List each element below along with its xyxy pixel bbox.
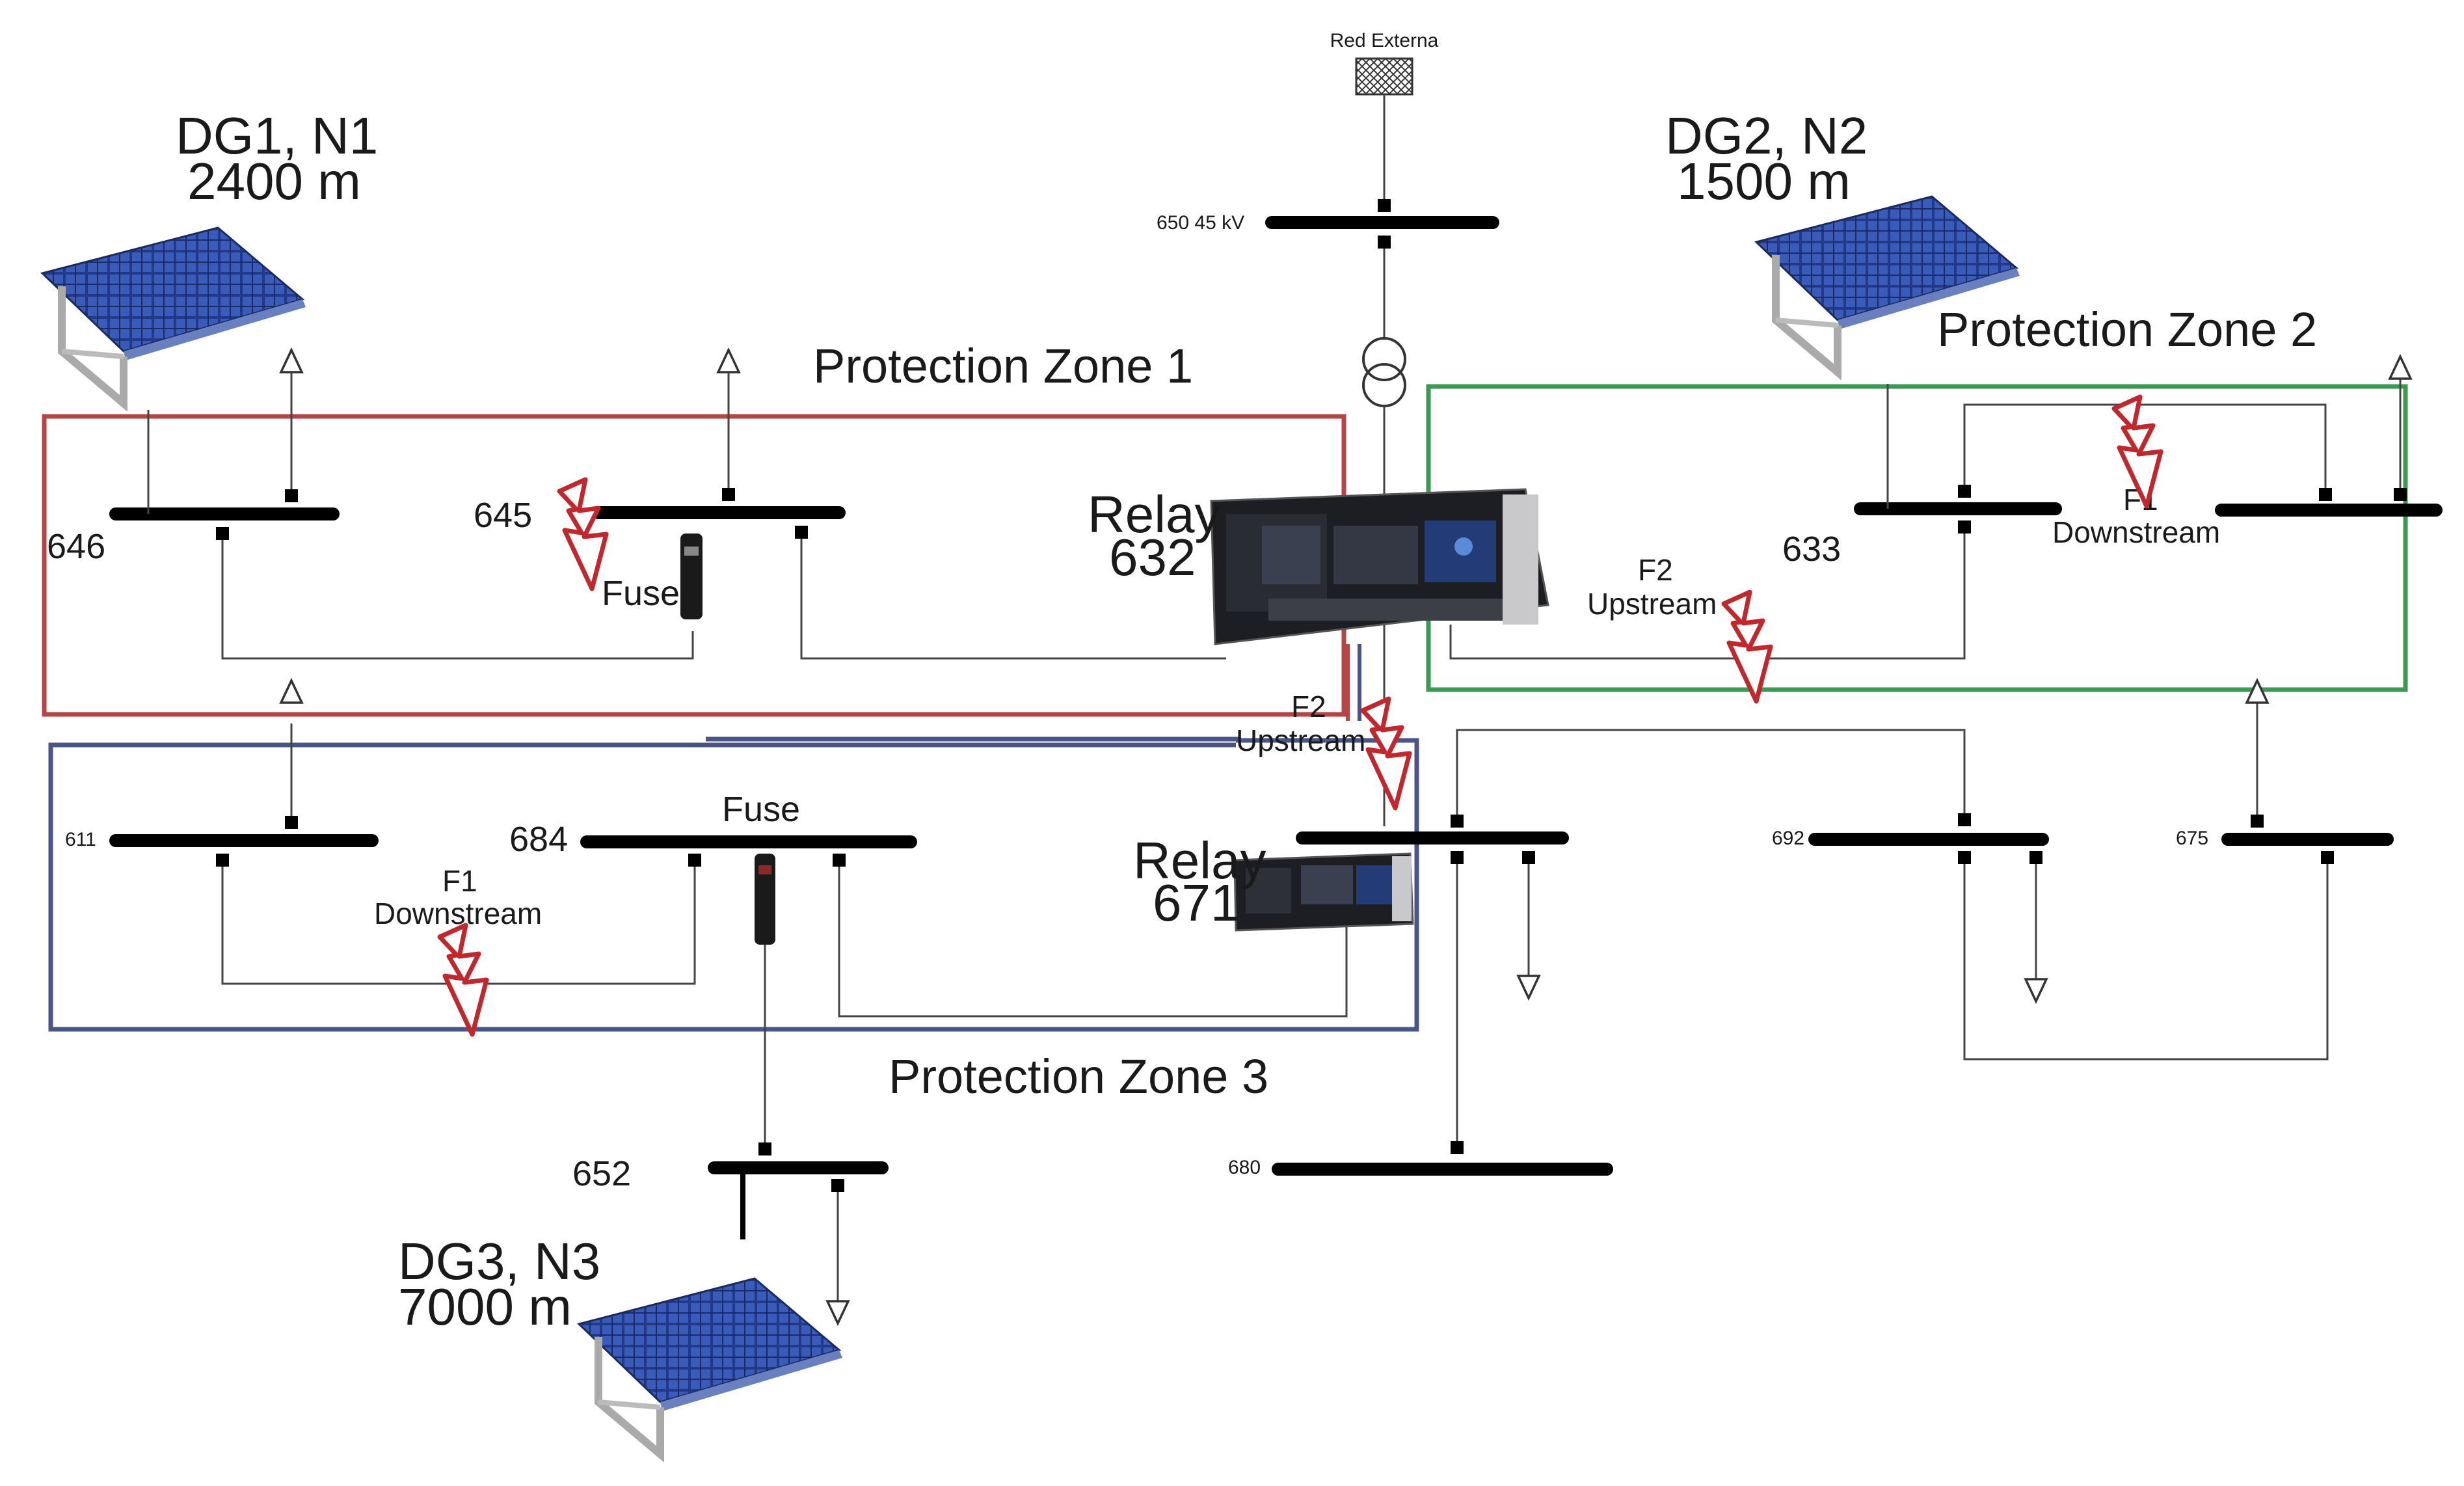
- bus-680-label: 680: [1228, 1157, 1261, 1178]
- relay-632-line2: 632: [1109, 528, 1196, 586]
- bus-675-label: 675: [2176, 828, 2208, 849]
- protection-relay-icon: [1233, 852, 1414, 932]
- relay-632-line1: Relay: [1088, 485, 1221, 543]
- fuse-icon: [680, 534, 703, 619]
- bus-652-label: 652: [572, 1154, 631, 1193]
- bus-650-label: 650 45 kV: [1157, 212, 1244, 234]
- grid-connection-icon: [1355, 57, 1413, 96]
- dg2-distance: 1500 m: [1677, 152, 1851, 210]
- protection-zone-2-box: [1426, 384, 2408, 692]
- fault-bolt-645: [559, 480, 606, 589]
- dg1-name: DG1, N1: [176, 107, 378, 165]
- external-grid-label: Red Externa: [1330, 30, 1439, 51]
- dg3-distance: 7000 m: [398, 1278, 572, 1336]
- dg2-name: DG2, N2: [1665, 107, 1868, 165]
- fault-z2-downstream: Downstream: [2052, 515, 2220, 549]
- bus-633-label: 633: [1782, 530, 1841, 569]
- bus-692-label: 692: [1772, 828, 1804, 849]
- solar-panel-icon: [42, 228, 306, 403]
- fault-bolt-center: [1363, 699, 1410, 808]
- fault-center-upstream: Upstream: [1236, 723, 1365, 757]
- bus-611-label: 611: [65, 829, 96, 850]
- zone-1-label: Protection Zone 1: [813, 339, 1193, 393]
- relay-671-line1: Relay: [1133, 831, 1266, 889]
- dg1-distance: 2400 m: [187, 152, 361, 210]
- bus-646-label: 646: [47, 527, 105, 566]
- fault-z2-upstream: Upstream: [1587, 587, 1717, 621]
- fault-z2-f2: F2: [1638, 553, 1673, 587]
- zone-2-label: Protection Zone 2: [1937, 303, 2317, 357]
- fault-center-f2: F2: [1291, 690, 1326, 723]
- bus-645-label: 645: [474, 496, 532, 535]
- fault-z3-f1: F1: [442, 864, 477, 898]
- fault-z3-downstream: Downstream: [374, 897, 542, 930]
- bus-684-label: 684: [509, 820, 568, 859]
- dg3-name: DG3, N3: [398, 1232, 600, 1290]
- zone-3-label: Protection Zone 3: [889, 1049, 1268, 1103]
- solar-panel-icon: [579, 1278, 842, 1454]
- fault-bolt-z2-upstream: [1724, 592, 1771, 701]
- fuse-684-label: Fuse: [722, 790, 800, 829]
- relay-671-line2: 671: [1153, 874, 1239, 932]
- transformer-icon: [1362, 337, 1406, 407]
- fuse-645-label: Fuse: [602, 574, 680, 613]
- fuse-icon: [755, 854, 775, 945]
- protection-relay-icon: [1210, 488, 1549, 645]
- fault-bolt-z3-downstream: [440, 925, 487, 1034]
